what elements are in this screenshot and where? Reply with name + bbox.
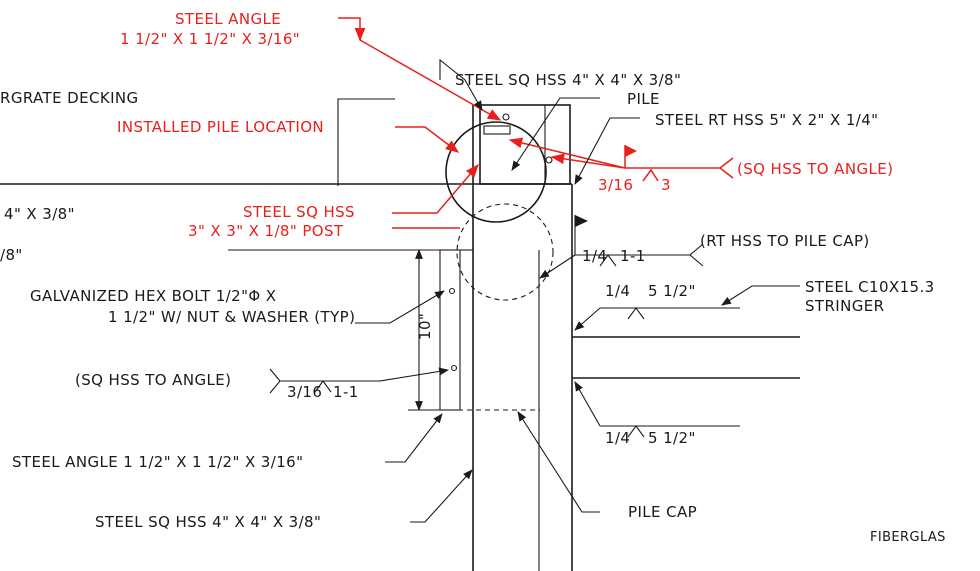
leader-weld-stringer-bot xyxy=(574,381,601,427)
label-weld-angle-black-len: 1-1 xyxy=(333,383,359,401)
label-weld-red-size: 3/16 xyxy=(598,176,633,194)
label-weld-angle-black-size: 3/16 xyxy=(287,383,322,401)
label-weld-pile-cap-len: 1-1 xyxy=(620,247,646,265)
leader-weld-stringer-top xyxy=(574,307,601,331)
fillet-weld-symbol-stringer-bot xyxy=(627,425,645,438)
label-weld-red-len: 3 xyxy=(661,176,671,194)
leader-sq-hss-bottom xyxy=(410,469,473,523)
label-left-cut-1: 4" X 3/8" xyxy=(4,205,75,223)
leader-angle-top-a xyxy=(338,17,366,42)
labels: STEEL ANGLE 1 1/2" X 1 1/2" X 3/16" RGRA… xyxy=(0,10,946,545)
label-rt-hss: STEEL RT HSS 5" X 2" X 1/4" xyxy=(655,111,878,129)
label-weld-stringer-top-len: 5 1/2" xyxy=(648,282,696,300)
leader-pile xyxy=(511,97,600,171)
label-sq-hss-post-2: 3" X 3" X 1/8" POST xyxy=(188,222,344,240)
label-pile-cap: PILE CAP xyxy=(628,503,697,521)
label-bolt-1: GALVANIZED HEX BOLT 1/2"Φ X xyxy=(30,287,276,305)
leader-stringer xyxy=(721,285,800,306)
bolt-hole-lower xyxy=(450,364,458,372)
field-weld-flag-red xyxy=(625,145,637,157)
fillet-weld-symbol-red xyxy=(642,168,659,182)
label-pile: PILE xyxy=(627,90,660,108)
label-steel-angle-bottom: STEEL ANGLE 1 1/2" X 1 1/2" X 3/16" xyxy=(12,453,303,471)
label-installed-pile-location: INSTALLED PILE LOCATION xyxy=(117,118,324,136)
label-steel-angle-top-1: STEEL ANGLE xyxy=(175,10,281,28)
label-grate-decking: RGRATE DECKING xyxy=(0,89,139,107)
bolt-hole-right xyxy=(545,156,553,164)
label-left-cut-2: /8" xyxy=(0,246,23,264)
leader-angle-bottom xyxy=(385,413,443,463)
structure xyxy=(0,104,800,571)
label-sq-hss-bottom: STEEL SQ HSS 4" X 4" X 3/8" xyxy=(95,513,321,531)
side-angle xyxy=(439,249,461,411)
label-rt-hss-to-pile-cap: (RT HSS TO PILE CAP) xyxy=(700,232,870,250)
bolt-hole-upper xyxy=(448,287,456,295)
label-sq-hss-post-1: STEEL SQ HSS xyxy=(243,203,355,221)
label-weld-pile-cap-size: 1/4 xyxy=(582,247,607,265)
label-steel-angle-top-2: 1 1/2" X 1 1/2" X 3/16" xyxy=(120,30,300,48)
weld-tail-red xyxy=(718,157,734,179)
label-sq-hss-top: STEEL SQ HSS 4" X 4" X 3/8" xyxy=(455,71,681,89)
bolt-hole-top xyxy=(502,113,510,121)
pile-cap-dashed-circle xyxy=(456,203,554,301)
red-leaders xyxy=(338,17,734,229)
leader-sq-hss-top xyxy=(439,58,483,111)
leader-weld-angle-black xyxy=(280,367,449,382)
weld-tail-pile-cap xyxy=(689,243,704,267)
leader-weld-pile-cap xyxy=(539,254,576,279)
label-bolt-2: 1 1/2" W/ NUT & WASHER (TYP) xyxy=(108,308,355,326)
fillet-weld-symbol-pile-cap xyxy=(599,254,617,267)
leader-bolt xyxy=(355,290,445,324)
leader-sq-hss-post-a xyxy=(392,163,479,214)
label-stringer-1: STEEL C10X15.3 xyxy=(805,278,935,296)
fillet-weld-symbol-angle xyxy=(314,380,332,393)
installed-pile-circle xyxy=(445,121,547,223)
label-weld-stringer-bot-size: 1/4 xyxy=(605,429,630,447)
leader-rt-hss xyxy=(574,117,640,185)
field-weld-flag-black xyxy=(575,215,588,227)
black-leaders xyxy=(269,58,800,523)
label-weld-stringer-top-size: 1/4 xyxy=(605,282,630,300)
label-dimension: 10" xyxy=(416,313,434,340)
label-sq-hss-to-angle-black: (SQ HSS TO ANGLE) xyxy=(75,371,231,389)
label-weld-stringer-bot-len: 5 1/2" xyxy=(648,429,696,447)
leader-weld-red-b xyxy=(550,153,626,169)
label-fiberglass: FIBERGLAS xyxy=(870,530,946,545)
leader-weld-red-a xyxy=(508,137,626,169)
label-stringer-2: STRINGER xyxy=(805,297,884,315)
fillet-weld-symbol-stringer-top xyxy=(627,307,645,320)
leader-pile-cap xyxy=(517,411,600,513)
leader-installed-pile xyxy=(395,126,460,153)
leader-grate-decking xyxy=(337,98,395,186)
label-sq-hss-to-angle-red: (SQ HSS TO ANGLE) xyxy=(737,160,893,178)
sq-hss-box xyxy=(479,104,571,185)
weld-tail-black xyxy=(269,368,281,394)
steel-angle-top xyxy=(483,125,511,135)
